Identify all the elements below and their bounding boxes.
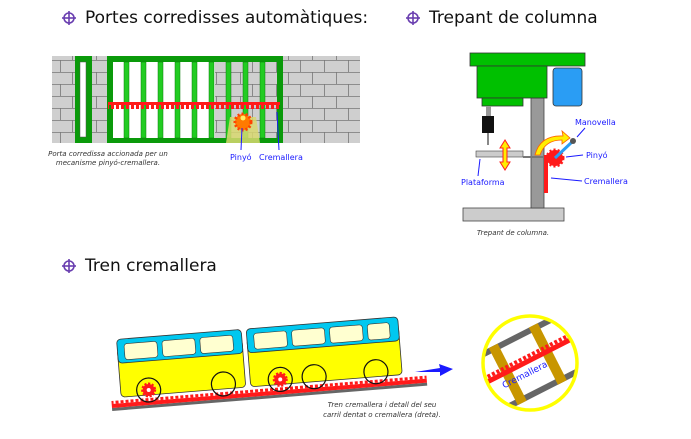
heading-text: Tren cremallera	[85, 256, 217, 276]
caption-line: Tren cremallera i detall del seu	[328, 401, 437, 409]
section-heading-sliding-doors: Portes corredisses automàtiques:	[62, 8, 368, 28]
label-rack: Cremallera	[259, 153, 303, 162]
heading-text: Portes corredisses automàtiques:	[85, 8, 369, 28]
section-heading-column-drill: Trepant de columna	[406, 8, 598, 28]
label-platform: Plataforma	[461, 178, 505, 187]
label-pinion: Pinyó	[586, 150, 608, 160]
rack-train-illustration: Cremallera Tren cremallera i detall del …	[111, 314, 579, 419]
section-heading-rack-train: Tren cremallera	[62, 256, 217, 276]
caption-line: mecanisme pinyó-cremallera.	[56, 159, 160, 167]
label-pinion: Pinyó	[230, 152, 252, 162]
heading-text: Trepant de columna	[429, 8, 598, 28]
caption-line: carril dentat o cremallera (dreta).	[323, 411, 441, 419]
label-rack: Cremallera	[584, 177, 628, 186]
label-crank: Manovella	[575, 118, 616, 127]
caption-line: Trepant de columna.	[477, 229, 549, 237]
sliding-gate-illustration: Porta corredissa accionada per un mecani…	[48, 56, 360, 167]
caption-line: Porta corredissa accionada per un	[48, 150, 168, 158]
column-drill-illustration: Manovella Pinyó Plataforma Cremallera Tr…	[461, 52, 628, 237]
